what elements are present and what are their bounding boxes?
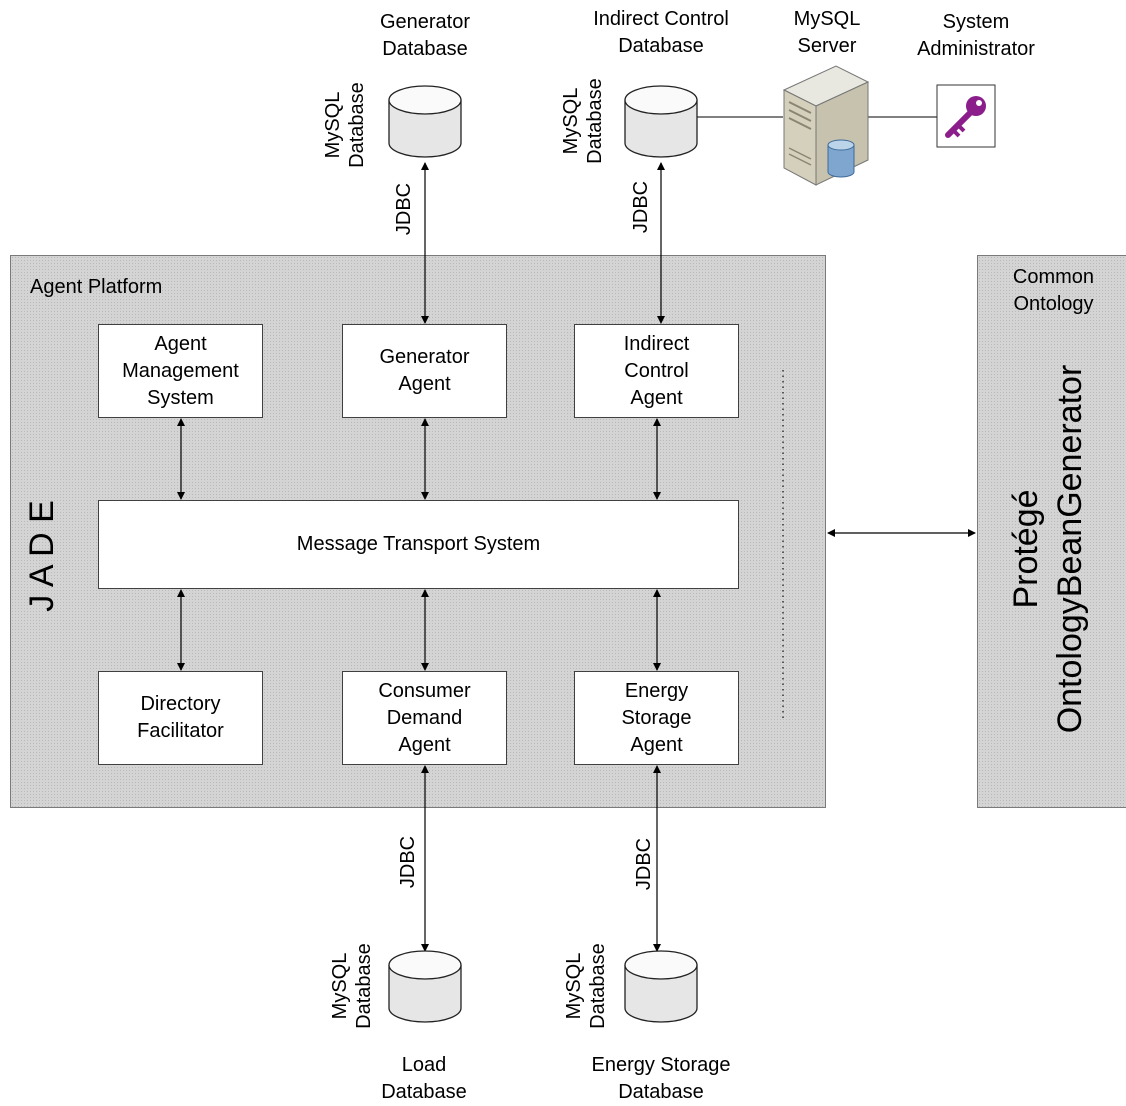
load-jdbc-label: JDBC: [397, 835, 419, 889]
agent-platform-label: Agent Platform: [30, 276, 163, 298]
generator-db-type-label: MySQL Database: [322, 82, 368, 168]
common-ontology-panel: [977, 255, 1126, 808]
load-db-type-label: MySQL Database: [329, 943, 375, 1029]
directory-facilitator-box: Directory Facilitator: [98, 671, 263, 765]
message-transport-system-box: Message Transport System: [98, 500, 739, 589]
mysql-server-title: MySQL Server: [793, 8, 861, 57]
consumer-demand-agent-box: Consumer Demand Agent: [342, 671, 507, 765]
load-db-icon: [388, 950, 462, 1023]
generator-agent-box: Generator Agent: [342, 324, 507, 418]
generator-db-title: Generator Database: [379, 11, 471, 60]
storage-db-title: Energy Storage Database: [591, 1054, 731, 1103]
storage-jdbc-label: JDBC: [633, 837, 655, 891]
mysql-server-icon: [782, 65, 870, 186]
agent-management-system-box: Agent Management System: [98, 324, 263, 418]
indirect-jdbc-label: JDBC: [630, 180, 652, 234]
storage-db-icon: [624, 950, 698, 1023]
storage-db-type-label: MySQL Database: [563, 943, 609, 1029]
generator-db-icon: [388, 85, 462, 158]
indirect-db-type-label: MySQL Database: [560, 78, 606, 164]
load-db-title: Load Database: [381, 1054, 467, 1103]
system-administrator-title: System Administrator: [917, 11, 1035, 60]
common-ontology-label: Common Ontology: [1012, 266, 1095, 315]
indirect-control-agent-box: Indirect Control Agent: [574, 324, 739, 418]
jade-label: J A D E: [23, 500, 61, 612]
protege-ontologybeangenerator-label: Protégé OntologyBeanGenerator: [1007, 364, 1089, 734]
indirect-db-icon: [624, 85, 698, 158]
indirect-db-title: Indirect Control Database: [593, 8, 729, 57]
key-icon: [936, 84, 996, 148]
generator-jdbc-label: JDBC: [393, 182, 415, 236]
energy-storage-agent-box: Energy Storage Agent: [574, 671, 739, 765]
